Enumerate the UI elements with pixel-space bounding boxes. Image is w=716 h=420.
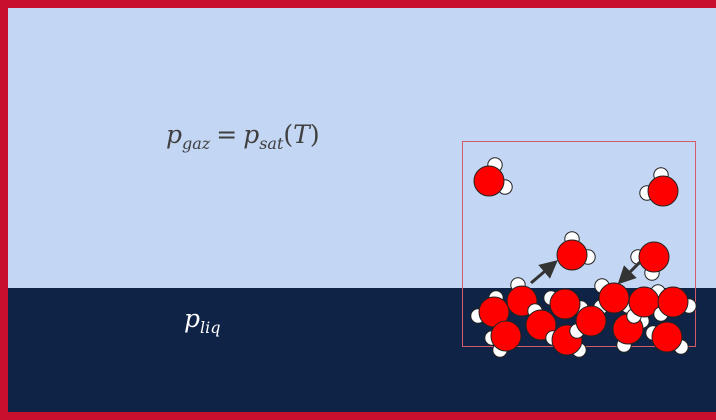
water-molecule-gas (473, 157, 513, 197)
liquid-pressure-subscript: liq (200, 318, 221, 337)
temperature-symbol: T (293, 120, 310, 149)
water-molecule-liquid (626, 284, 666, 324)
oxygen-atom (556, 239, 588, 271)
evaporation-arrow (530, 260, 558, 285)
gas-phase-region (8, 8, 716, 288)
water-molecule-liquid (653, 286, 697, 322)
oxygen-atom (549, 288, 581, 320)
water-molecule-gas (630, 241, 670, 281)
water-molecule-liquid (594, 278, 636, 314)
oxygen-atom (647, 175, 679, 207)
saturation-pressure-equation: pgaz=psat(T) (166, 120, 320, 153)
oxygen-atom (490, 320, 522, 352)
gas-pressure-subscript: gaz (182, 134, 211, 153)
water-molecule-liquid (470, 290, 510, 328)
oxygen-atom (638, 241, 670, 273)
water-molecule-liquid (484, 320, 522, 358)
gas-pressure-symbol: p (166, 120, 183, 149)
sat-pressure-subscript: sat (259, 134, 284, 153)
oxygen-atom (575, 305, 607, 337)
water-molecule-gas (556, 231, 596, 271)
sat-pressure-symbol: p (243, 120, 260, 149)
water-molecule-gas (639, 167, 679, 207)
equals-sign: = (216, 120, 238, 149)
condensation-arrow (617, 260, 642, 285)
liquid-pressure-symbol: p (184, 304, 201, 333)
oxygen-atom (657, 286, 689, 318)
oxygen-atom (598, 282, 630, 314)
oxygen-atom (651, 321, 683, 353)
water-molecule-liquid (645, 321, 689, 355)
oxygen-atom (473, 165, 505, 197)
liquid-pressure-label: pliq (184, 304, 221, 337)
